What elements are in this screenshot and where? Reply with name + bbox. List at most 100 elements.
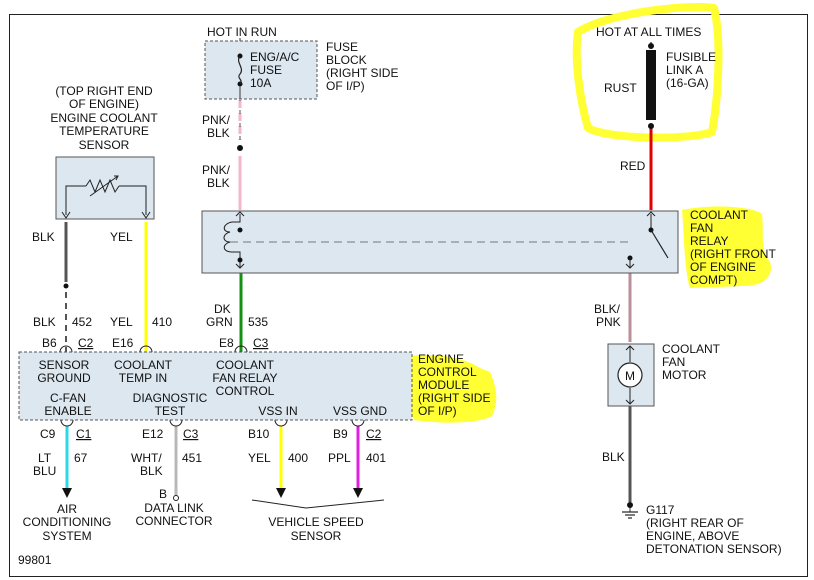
ecm-fn-diag-test-2: TEST: [155, 404, 186, 418]
arrow-icon: [62, 488, 72, 498]
pin-b6: B6: [42, 336, 57, 350]
relay-name-5: OF ENGINE: [690, 260, 756, 274]
relay-name-2: FAN: [690, 221, 713, 235]
fusible-link: [646, 42, 656, 129]
pnk-blk-mid-2: BLK: [207, 176, 230, 190]
sensor-location-2: OF ENGINE): [69, 97, 139, 111]
ecm-fn-relay-control-1: COOLANT: [216, 358, 275, 372]
wires: [64, 38, 653, 512]
ecm-name-2: CONTROL: [418, 365, 477, 379]
rust-label: RUST: [604, 81, 637, 95]
coolant-fan-motor: [607, 343, 655, 407]
fusible-link-3: (16-GA): [666, 76, 709, 90]
fuse-name-1: ENG/A/C: [250, 50, 300, 64]
sensor-name-3: SENSOR: [79, 138, 130, 152]
relay-name-6: COMPT): [690, 273, 737, 287]
conn-c2-top: C2: [78, 336, 94, 350]
fuse-name-3: 10A: [250, 76, 271, 90]
relay-name-1: COOLANT: [690, 208, 749, 222]
sensor-name-2: TEMPERATURE: [59, 124, 149, 138]
fusible-link-2: LINK A: [666, 63, 703, 77]
ac-system-1: AIR: [57, 502, 77, 516]
yel-400-color: YEL: [248, 451, 271, 465]
ecm-fn-sensor-ground-1: SENSOR: [39, 358, 90, 372]
conn-c2-bottom: C2: [366, 427, 382, 441]
ecm-name-1: ENGINE: [418, 352, 464, 366]
terminations: [62, 145, 638, 519]
relay-name-4: (RIGHT FRONT: [690, 247, 776, 261]
whtblk-451-num: 451: [182, 451, 202, 465]
ecm-fn-vss-gnd: VSS GND: [333, 404, 387, 418]
dlc-1: DATA LINK: [144, 501, 204, 515]
coolant-fan-relay: [201, 210, 679, 274]
conn-c3-top: C3: [253, 336, 269, 350]
pin-b10: B10: [248, 427, 270, 441]
pin-b9: B9: [333, 427, 348, 441]
relay-name-3: RELAY: [690, 234, 728, 248]
blk-452-color: BLK: [33, 315, 56, 329]
motor-name-3: MOTOR: [662, 368, 707, 382]
blk-sensor-label: BLK: [32, 230, 55, 244]
pnk-blk-top-2: BLK: [207, 126, 230, 140]
fuse-block-3: (RIGHT SIDE: [326, 66, 398, 80]
ac-system-3: SYSTEM: [42, 529, 91, 543]
ecm-fn-cfan-enable-1: C-FAN: [50, 391, 86, 405]
sensor-name-1: ENGINE COOLANT: [50, 111, 158, 125]
conn-c1: C1: [76, 427, 92, 441]
dlc-pin: B: [159, 487, 167, 501]
ground-location-3: DETONATION SENSOR): [646, 542, 782, 556]
ltblu-67-color-2: BLU: [33, 464, 56, 478]
pin-e8: E8: [219, 336, 234, 350]
ecm-fn-sensor-ground-2: GROUND: [37, 371, 91, 385]
motor-name-2: FAN: [662, 355, 685, 369]
vss-1: VEHICLE SPEED: [268, 515, 364, 529]
blk-pnk-motor-2: PNK: [596, 315, 621, 329]
whtblk-451-color-2: BLK: [140, 464, 163, 478]
arrow-icon: [276, 488, 286, 498]
ppl-401-num: 401: [366, 451, 386, 465]
pnk-blk-top-1: PNK/: [202, 113, 231, 127]
yel-400-num: 400: [288, 451, 308, 465]
yel-sensor-label: YEL: [110, 230, 133, 244]
ecm-fn-relay-control-3: CONTROL: [216, 384, 275, 398]
conn-c3-bottom: C3: [183, 427, 199, 441]
blk-ground-label: BLK: [602, 450, 625, 464]
ppl-401-color: PPL: [328, 451, 351, 465]
red-wire-label: RED: [620, 159, 646, 173]
dkgrn-535-num: 535: [248, 315, 268, 329]
figure-id: 99801: [18, 553, 52, 567]
ltblu-67-color-1: LT: [38, 451, 52, 465]
ecm-fn-relay-control-2: FAN RELAY: [212, 371, 277, 385]
dkgrn-535-color-1: DK: [214, 302, 231, 316]
ac-system-2: CONDITIONING: [23, 515, 112, 529]
coolant-temp-sensor: [55, 156, 155, 289]
ground-name: G117: [646, 503, 675, 517]
hot-at-all-times-label: HOT AT ALL TIMES: [596, 25, 701, 39]
vss-2: SENSOR: [291, 529, 342, 543]
fuse-name-2: FUSE: [250, 63, 282, 77]
fuse-block-4: OF I/P): [326, 79, 365, 93]
fuse-block: [204, 40, 318, 100]
fuse-block-2: BLOCK: [326, 53, 367, 67]
engine-control-module: [18, 345, 413, 427]
motor-symbol: M: [625, 369, 635, 383]
ecm-fn-coolant-temp-2: TEMP IN: [119, 371, 167, 385]
blk-pnk-motor-1: BLK/: [594, 302, 621, 316]
fusible-link-1: FUSIBLE: [666, 50, 716, 64]
hot-in-run-label: HOT IN RUN: [207, 25, 277, 39]
whtblk-451-color-1: WHT/: [131, 451, 162, 465]
ltblu-67-num: 67: [74, 451, 88, 465]
pin-e12: E12: [142, 427, 164, 441]
labels: HOT IN RUN HOT AT ALL TIMES ENG/A/C FUSE…: [18, 25, 782, 567]
pin-e16: E16: [112, 336, 134, 350]
ground-location-2: ENGINE, ABOVE: [646, 529, 739, 543]
arrow-icon: [353, 488, 363, 498]
dkgrn-535-color-2: GRN: [206, 315, 233, 329]
pin-c9: C9: [40, 427, 56, 441]
ecm-name-3: MODULE: [418, 378, 469, 392]
ecm-fn-cfan-enable-2: ENABLE: [44, 404, 91, 418]
fuse-block-1: FUSE: [326, 40, 358, 54]
diagram-frame: [9, 14, 808, 577]
dlc-2: CONNECTOR: [135, 514, 212, 528]
